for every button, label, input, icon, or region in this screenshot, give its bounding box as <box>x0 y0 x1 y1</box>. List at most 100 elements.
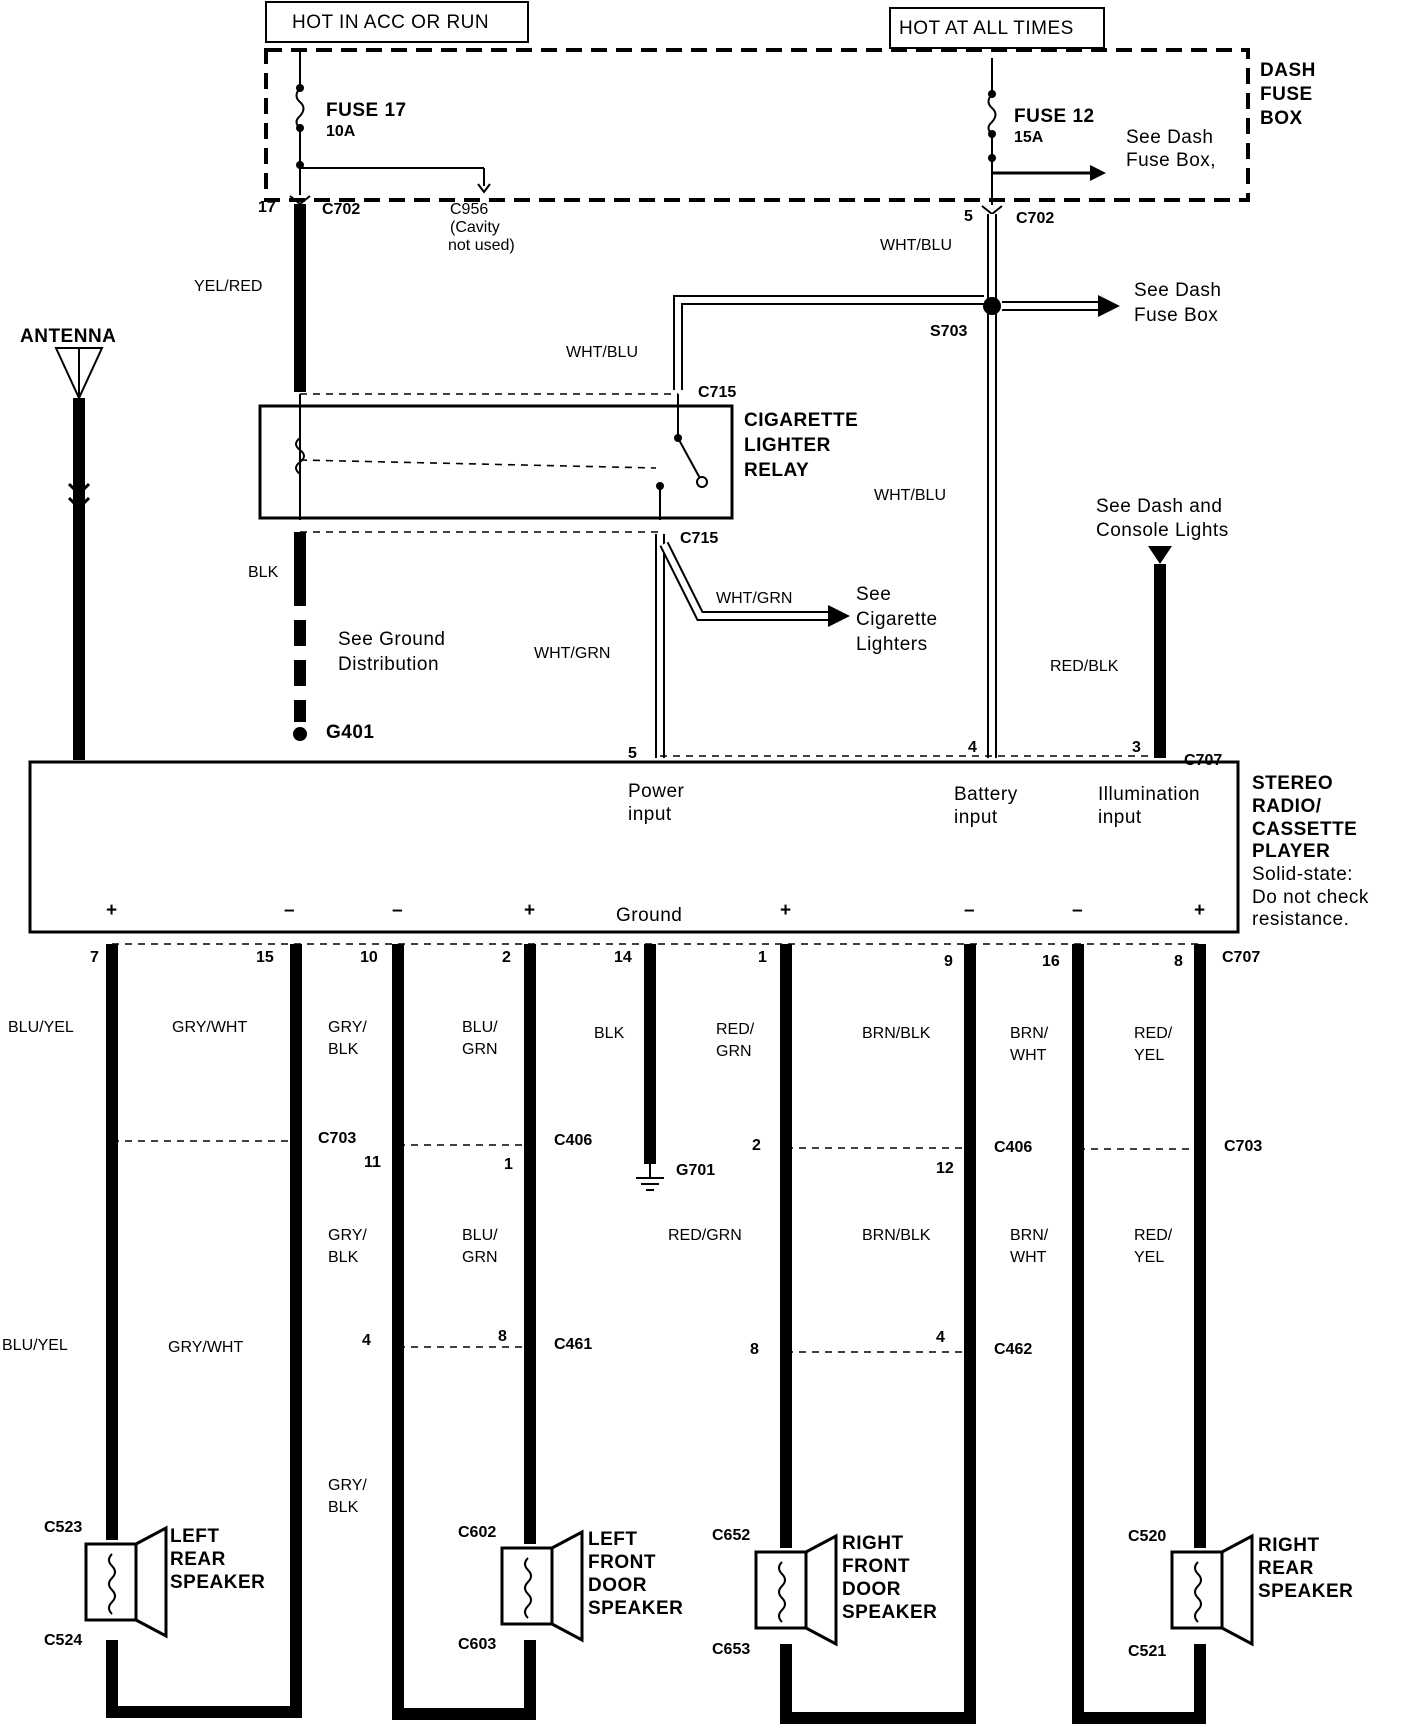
c406-left: C406 <box>554 1132 592 1149</box>
wire-color-top-2: BLU/ <box>462 1019 498 1036</box>
right-front-door-speaker-icon <box>754 1533 838 1647</box>
left-front-return-wire <box>392 1360 536 1720</box>
see-lighters-1: See <box>856 584 891 605</box>
power-input-1: Power <box>628 781 685 802</box>
left-front-door-speaker-icon <box>500 1529 584 1643</box>
pin-5-radio: 5 <box>628 745 637 762</box>
see-ground-1: See Ground <box>338 629 445 650</box>
terminal-pin-16: 16 <box>1042 953 1060 970</box>
pin-8-c462: 8 <box>750 1341 759 1358</box>
antenna-icon <box>54 347 104 401</box>
hot-acc-box <box>265 1 529 43</box>
pin-8-c461: 8 <box>498 1328 507 1345</box>
pin-17: 17 <box>258 199 276 216</box>
terminal-pin-7: 7 <box>90 949 99 966</box>
terminal-polarity-7: + <box>106 900 118 921</box>
ground-label: Ground <box>616 905 682 926</box>
pin-2-c406: 2 <box>752 1137 761 1154</box>
terminal-polarity-15: – <box>284 900 295 921</box>
wire-color-mid-10: GRY/ <box>328 1227 367 1244</box>
left-rear-3: SPEAKER <box>170 1572 265 1593</box>
see-dash-fuse-box-1a: See Dash <box>1126 127 1213 148</box>
hot-all-label: HOT AT ALL TIMES <box>899 18 1074 39</box>
left-rear-return-wire <box>106 1120 302 1718</box>
right-front-1: RIGHT <box>842 1533 904 1554</box>
fuse-17-rating: 10A <box>326 123 356 140</box>
wire-color-top-10: GRY/ <box>328 1019 367 1036</box>
fuse-17-name: FUSE 17 <box>326 100 407 121</box>
power-input-2: input <box>628 804 672 825</box>
fuse-12-rating: 15A <box>1014 129 1044 146</box>
right-rear-2: REAR <box>1258 1558 1314 1579</box>
dash-fuse-box-label-2: FUSE <box>1260 84 1313 105</box>
g701-label: G701 <box>676 1162 715 1179</box>
left-rear-1: LEFT <box>170 1526 220 1547</box>
right-rear-1: RIGHT <box>1258 1535 1320 1556</box>
terminal-pin-2: 2 <box>502 949 511 966</box>
wire-color-mid-7: BLU/YEL <box>2 1337 68 1354</box>
c653-label: C653 <box>712 1641 750 1658</box>
terminal-polarity-1: + <box>780 900 792 921</box>
radio-label-7: resistance. <box>1252 909 1349 930</box>
see-dash-fuse-box-2b: Fuse Box <box>1134 305 1218 326</box>
wire-color-mid-16: BRN/ <box>1010 1227 1049 1244</box>
terminal-polarity-8: + <box>1194 900 1206 921</box>
wire-color-mid-16: WHT <box>1010 1249 1047 1266</box>
dash-fuse-box-outline <box>264 48 1250 202</box>
right-front-4: SPEAKER <box>842 1602 937 1623</box>
relay-coil-icon <box>295 394 708 520</box>
illumination-input-1: Illumination <box>1098 784 1200 805</box>
wire-wht-grn-1: WHT/GRN <box>534 645 610 662</box>
battery-input-2: input <box>954 807 998 828</box>
terminal-polarity-16: – <box>1072 900 1083 921</box>
wire-color-top-2: GRN <box>462 1041 498 1058</box>
wire-blk-label-1: BLK <box>248 564 279 581</box>
c524-label: C524 <box>44 1632 82 1649</box>
right-rear-return-wire <box>1072 1160 1206 1724</box>
terminal-polarity-10: – <box>392 900 403 921</box>
c462-label: C462 <box>994 1341 1032 1358</box>
c523-label: C523 <box>44 1519 82 1536</box>
left-rear-speaker-icon <box>84 1525 168 1639</box>
wire-wht-blu-1: WHT/BLU <box>880 237 952 254</box>
c652-label: C652 <box>712 1527 750 1544</box>
c603-label: C603 <box>458 1636 496 1653</box>
wire-wht-grn-2: WHT/GRN <box>716 590 792 607</box>
terminal-pin-8: 8 <box>1174 953 1183 970</box>
terminal-pin-15: 15 <box>256 949 274 966</box>
c707-bottom: C707 <box>1222 949 1260 966</box>
c521-label: C521 <box>1128 1643 1166 1660</box>
relay-label-3: RELAY <box>744 460 809 481</box>
wire-color-mid-15: GRY/WHT <box>168 1339 243 1356</box>
fuse-12-name: FUSE 12 <box>1014 106 1095 127</box>
wire-color-top-8: YEL <box>1134 1047 1164 1064</box>
c702-left: C702 <box>322 201 360 218</box>
relay-label-1: CIGARETTE <box>744 410 858 431</box>
radio-label-6: Do not check <box>1252 887 1369 908</box>
left-rear-2: REAR <box>170 1549 226 1570</box>
terminal-pin-10: 10 <box>360 949 378 966</box>
wire-color-top-1: RED/ <box>716 1021 755 1038</box>
wire-color-mid-10: BLK <box>328 1249 359 1266</box>
pin-5-top: 5 <box>964 208 973 225</box>
wire-color-low-10: BLK <box>328 1499 359 1516</box>
fuse-17-icon <box>295 50 491 195</box>
wire-color-top-1: GRN <box>716 1043 752 1060</box>
antenna-label: ANTENNA <box>20 326 116 347</box>
radio-label-5: Solid-state: <box>1252 864 1353 885</box>
radio-label-1: STEREO <box>1252 773 1333 794</box>
wire-wht-blu-3: WHT/BLU <box>874 487 946 504</box>
see-dash-fuse-box-1b: Fuse Box, <box>1126 150 1216 171</box>
terminal-polarity-2: + <box>524 900 536 921</box>
c715-bottom: C715 <box>680 530 718 547</box>
terminal-pin-9: 9 <box>944 953 953 970</box>
wire-color-mid-2: BLU/ <box>462 1227 498 1244</box>
see-lighters-2: Cigarette <box>856 609 938 630</box>
left-front-2: FRONT <box>588 1552 656 1573</box>
c703-left: C703 <box>318 1130 356 1147</box>
pin-4-radio: 4 <box>968 739 977 756</box>
hot-acc-label: HOT IN ACC OR RUN <box>292 12 489 33</box>
terminal-pin-14: 14 <box>614 949 632 966</box>
terminal-pin-1: 1 <box>758 949 767 966</box>
wire-red-blk-label: RED/BLK <box>1050 658 1119 675</box>
